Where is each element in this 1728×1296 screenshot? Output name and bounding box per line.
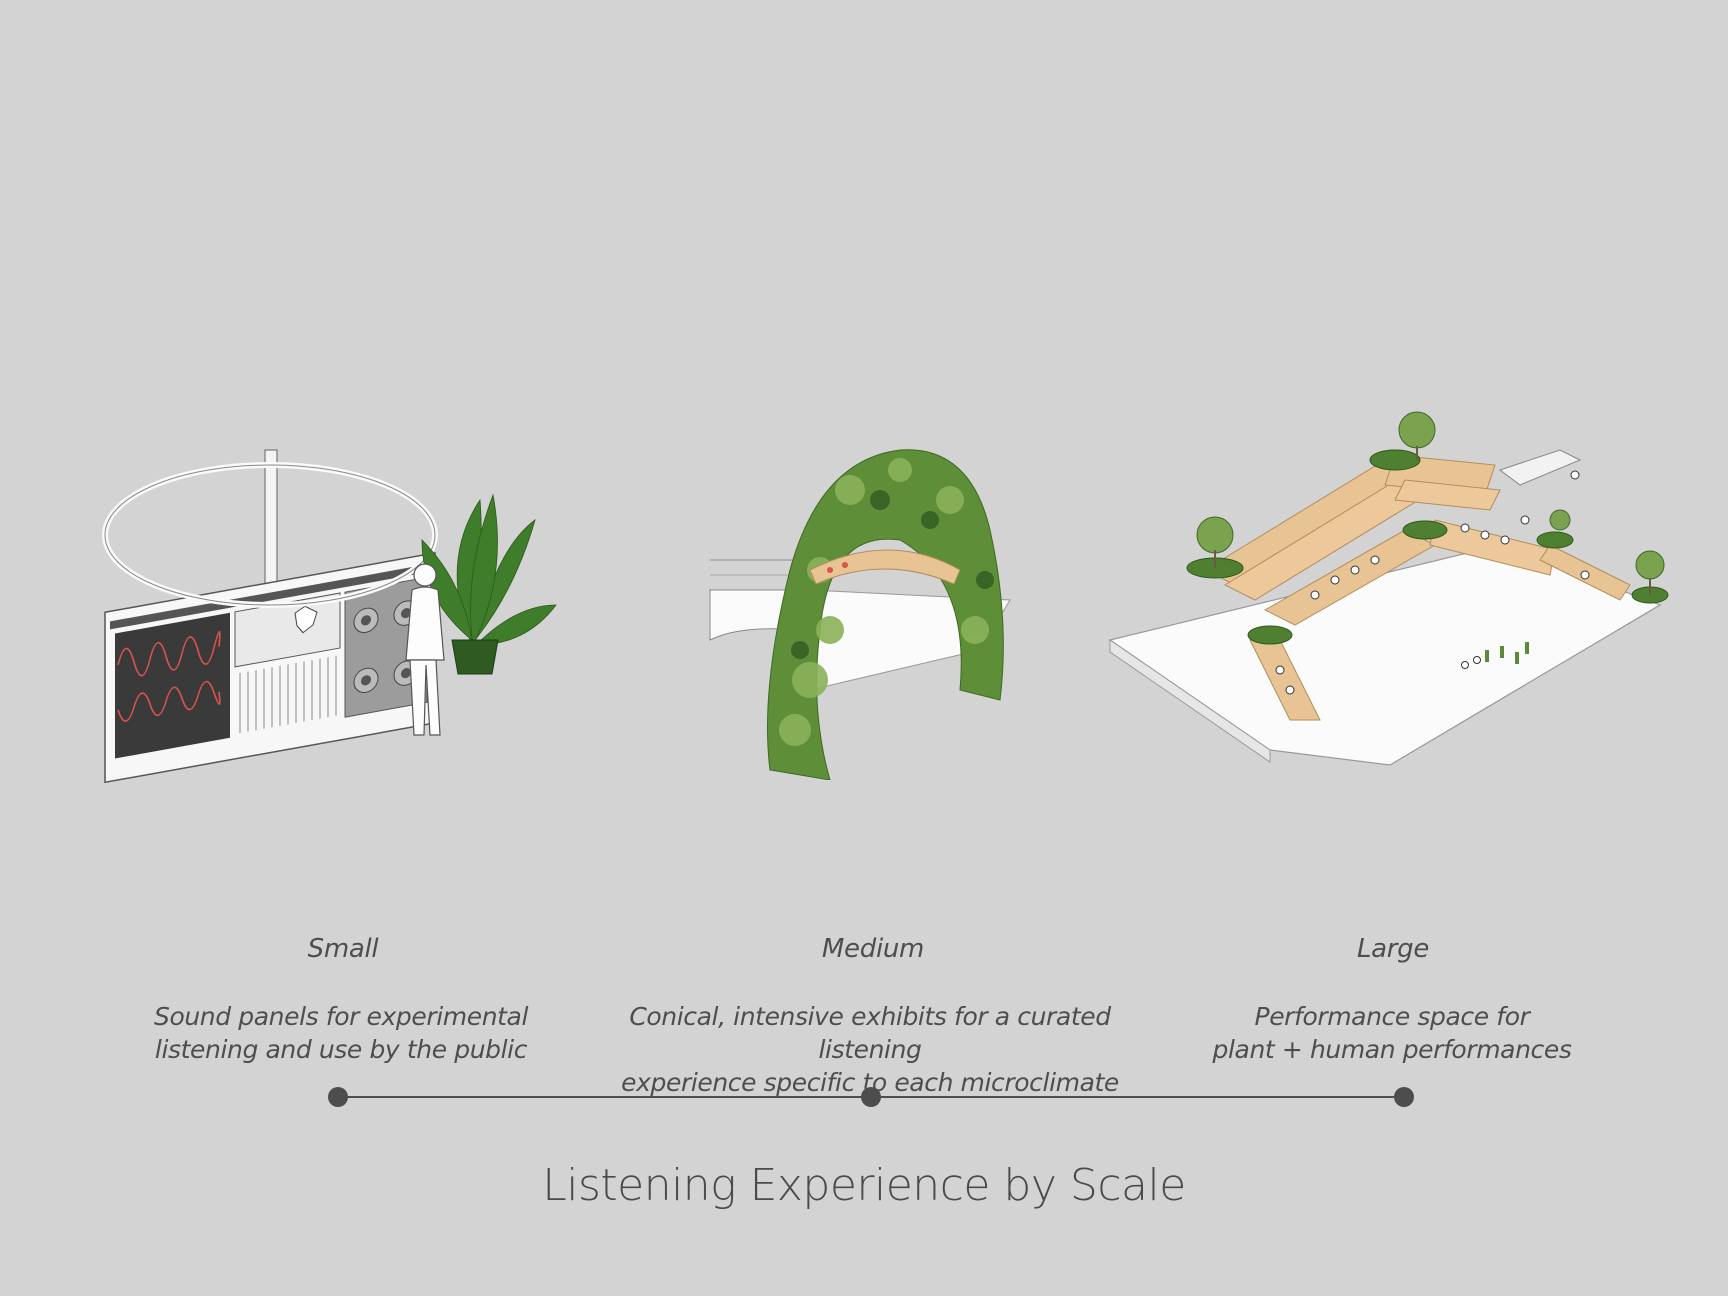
- planted-cone-illustration: [709, 449, 1011, 780]
- timeline-node-medium: [861, 1087, 881, 1107]
- page-title: Listening Experience by Scale: [542, 1160, 1186, 1211]
- timeline-node-large: [1394, 1087, 1414, 1107]
- amphitheater-illustration: [1108, 411, 1669, 766]
- scale-description-large: Performance space for plant + human perf…: [1112, 1000, 1672, 1066]
- sound-panel-illustration: [102, 449, 557, 784]
- description-line: Conical, intensive exhibits for a curate…: [629, 1002, 1111, 1064]
- timeline-node-small: [328, 1087, 348, 1107]
- scale-label-large: Large: [1356, 934, 1430, 964]
- description-line: plant + human performances: [1212, 1035, 1572, 1064]
- scale-description-medium: Conical, intensive exhibits for a curate…: [590, 1000, 1150, 1099]
- scale-description-small: Sound panels for experimental listening …: [61, 1000, 621, 1066]
- scale-label-small: Small: [307, 934, 379, 964]
- description-line: listening and use by the public: [154, 1035, 528, 1064]
- description-line: Performance space for: [1254, 1002, 1530, 1031]
- scale-label-medium: Medium: [821, 934, 925, 964]
- description-line: Sound panels for experimental: [153, 1002, 529, 1031]
- scale-timeline: [328, 1087, 1414, 1107]
- description-line: experience specific to each microclimate: [621, 1068, 1119, 1097]
